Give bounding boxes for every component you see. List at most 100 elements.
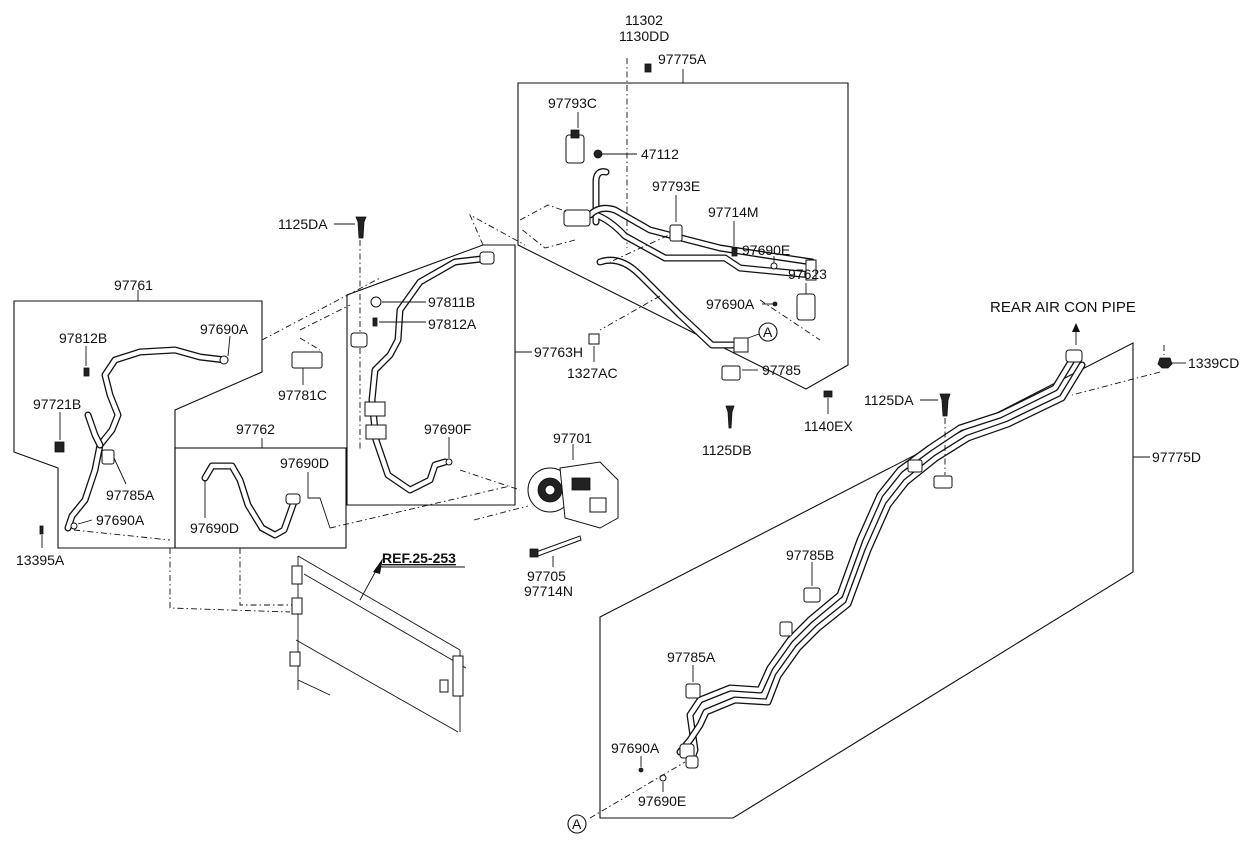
label-1130dd[interactable]: 1130DD: [619, 28, 669, 44]
part-1140ex: [823, 390, 833, 398]
label-97785a-right[interactable]: 97785A: [667, 649, 716, 665]
label-ref-25-253[interactable]: REF.25-253: [382, 550, 456, 566]
label-11302[interactable]: 11302: [625, 12, 663, 28]
bolt-11302: [644, 63, 652, 73]
part-97690e-top: [770, 262, 778, 270]
part-97812b: [83, 367, 90, 377]
frame-97775d: [599, 342, 1134, 819]
rear-pipe-clamp-mid: [779, 621, 793, 637]
label-97721b[interactable]: 97721B: [33, 396, 81, 412]
label-97690e-right[interactable]: 97690E: [638, 793, 686, 809]
part-1125da-left: [355, 216, 367, 239]
label-circle-a-top: A: [763, 324, 773, 340]
part-97690a-top: [772, 301, 778, 307]
label-97811b[interactable]: 97811B: [428, 294, 475, 310]
label-1327ac[interactable]: 1327AC: [567, 365, 618, 381]
label-circle-a-bottom: A: [572, 816, 582, 832]
part-97721b: [54, 441, 65, 453]
label-97775d[interactable]: 97775D: [1152, 449, 1201, 465]
frame-97763h: [346, 244, 516, 506]
label-97701[interactable]: 97701: [553, 430, 592, 446]
label-97714m[interactable]: 97714M: [708, 204, 759, 220]
label-97714n[interactable]: 97714N: [524, 583, 573, 599]
label-97812b[interactable]: 97812B: [59, 330, 107, 346]
hose-clamp-block: [350, 332, 368, 348]
hose-collar-upper: [364, 401, 386, 417]
part-97690a-lower: [70, 522, 78, 530]
rear-pipe-joint-1: [907, 459, 923, 473]
label-97775a[interactable]: 97775A: [658, 51, 707, 67]
part-1125da-right: [939, 393, 951, 417]
label-1125da-left[interactable]: 1125DA: [278, 216, 328, 232]
assembly-97775a: 97775A 11302 1130DD 97793C 47112 97793E: [517, 12, 853, 458]
label-97785b[interactable]: 97785B: [786, 547, 834, 563]
label-97785[interactable]: 97785: [762, 362, 801, 378]
part-1327ac: [588, 333, 600, 345]
hose-97762-end: [285, 493, 301, 505]
label-1140ex[interactable]: 1140EX: [804, 418, 853, 434]
label-97812a[interactable]: 97812A: [428, 316, 477, 332]
assembly-97775d: 97775D REAR AIR CON PIPE 1339CD 1125DA 9…: [567, 299, 1239, 834]
bolt-97705: [529, 535, 582, 567]
part-97812a: [372, 317, 378, 327]
part-97690a-left: [219, 355, 229, 365]
condenser-fitting-1: [291, 565, 303, 585]
part-97793e: [669, 224, 683, 242]
label-97690d-a[interactable]: 97690D: [190, 520, 239, 536]
part-97690f: [445, 458, 453, 466]
label-97763h[interactable]: 97763H: [534, 344, 583, 360]
label-97793c[interactable]: 97793C: [548, 95, 597, 111]
rear-pipe-top-fitting: [1065, 349, 1083, 363]
label-97690d-b[interactable]: 97690D: [280, 455, 329, 471]
part-97811b: [370, 296, 382, 308]
condenser-fitting-4: [452, 655, 464, 697]
pipe-end-block: [733, 337, 749, 353]
part-1339cd: [1157, 357, 1173, 369]
label-97690e-top[interactable]: 97690E: [742, 242, 790, 258]
condenser-assembly: [289, 555, 467, 733]
part-97690a-right: [638, 767, 644, 773]
part-97785b: [803, 587, 821, 603]
part-97793c: [565, 112, 585, 164]
label-97690a-lower[interactable]: 97690A: [96, 512, 145, 528]
condenser-bracket: [439, 679, 449, 693]
assembly-97762: 97762 97690D 97690D: [169, 421, 511, 613]
label-97762[interactable]: 97762: [236, 421, 275, 437]
ref-arrow: [359, 558, 465, 601]
label-1125db[interactable]: 1125DB: [702, 442, 752, 458]
condenser-fitting-2: [291, 597, 303, 615]
label-rear-air-con-pipe[interactable]: REAR AIR CON PIPE: [990, 299, 1136, 316]
label-47112[interactable]: 47112: [641, 146, 679, 162]
frame-97775a: [517, 82, 849, 390]
part-97785: [721, 365, 741, 381]
frame-97762: [174, 447, 347, 549]
pipe-fitting-top: [563, 209, 591, 227]
label-97761[interactable]: 97761: [114, 277, 153, 293]
label-97793e[interactable]: 97793E: [652, 178, 700, 194]
condenser-fitting-3: [289, 651, 301, 667]
part-97623: [796, 283, 816, 321]
reference-circle-a-bottom: [567, 814, 587, 834]
label-1125da-right[interactable]: 1125DA: [864, 392, 914, 408]
label-97690f[interactable]: 97690F: [424, 421, 471, 437]
reference-circle-a-top: [758, 322, 778, 342]
part-97714m: [731, 247, 738, 257]
label-97690a-left[interactable]: 97690A: [200, 321, 249, 337]
label-97785a-left[interactable]: 97785A: [106, 487, 155, 503]
part-97785a-left: [101, 449, 115, 465]
rear-pipe-end-2: [685, 755, 699, 769]
label-1339cd[interactable]: 1339CD: [1188, 355, 1239, 371]
label-97781c[interactable]: 97781C: [278, 387, 327, 403]
hose-end-fitting: [479, 251, 495, 265]
label-13395a[interactable]: 13395A: [16, 552, 65, 568]
hose-collar-lower: [365, 424, 387, 440]
part-13395a: [39, 525, 44, 535]
label-97690a-right[interactable]: 97690A: [611, 740, 660, 756]
part-97781c: [291, 337, 323, 385]
compressor-97701: [459, 444, 619, 529]
assembly-97763h: 97763H 1125DA 97811B 97812A 97690F: [278, 213, 583, 506]
label-97623[interactable]: 97623: [788, 266, 827, 282]
label-97705[interactable]: 97705: [527, 568, 566, 584]
label-97690a-top[interactable]: 97690A: [706, 296, 755, 312]
